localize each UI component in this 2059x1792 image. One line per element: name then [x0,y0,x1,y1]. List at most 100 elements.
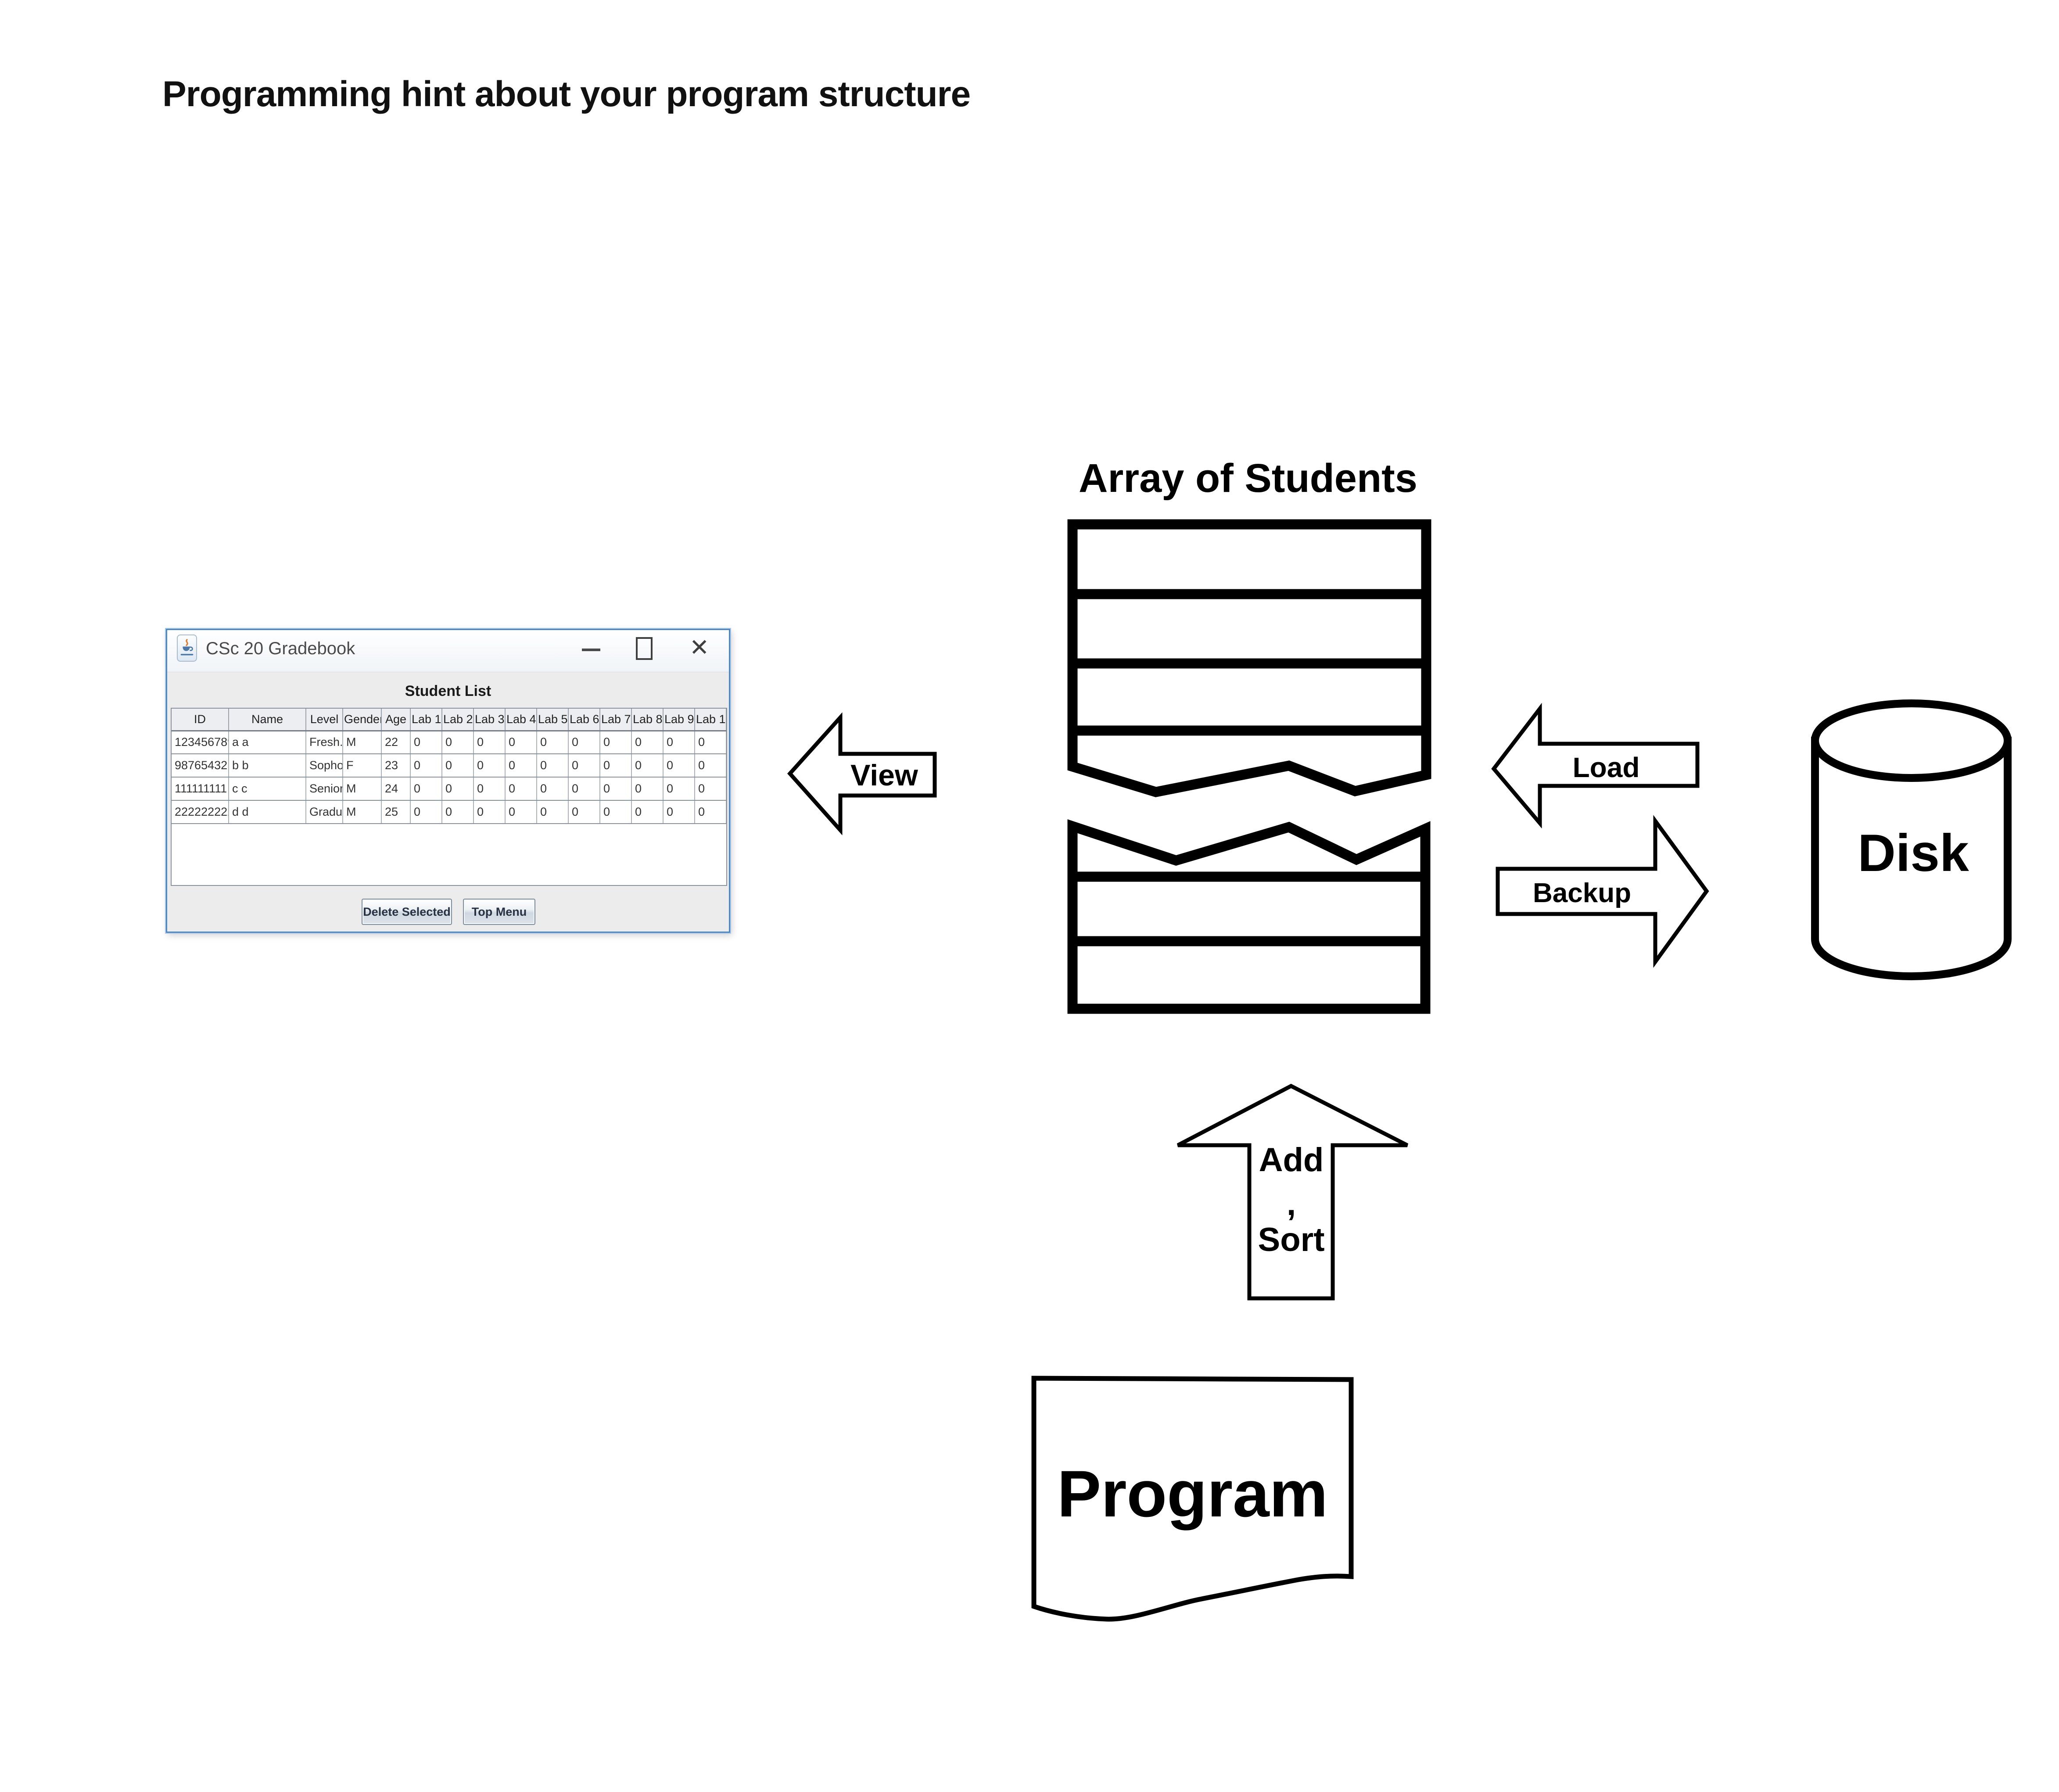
table-cell: Senior [306,777,343,801]
add-sort-label-line2: , [1286,1185,1296,1222]
table-cell: 0 [473,777,506,801]
table-cell: 0 [695,777,726,801]
add-sort-label-line3: Sort [1258,1221,1325,1258]
column-header-lab-1[interactable]: Lab 1 [410,709,442,731]
add-sort-label-line1: Add [1259,1141,1324,1179]
column-header-id[interactable]: ID [172,709,229,731]
column-header-lab-3[interactable]: Lab 3 [473,709,506,731]
table-cell: 0 [410,777,442,801]
table-cell: F [343,754,382,778]
table-cell: 22 [381,731,411,754]
table-cell: 987654321 [172,754,229,778]
table-cell: 0 [600,754,632,778]
column-header-name[interactable]: Name [229,709,306,731]
table-cell: c c [229,777,306,801]
table-cell: Gradu... [306,800,343,824]
table-cell: 123456789 [172,731,229,754]
table-cell: 0 [505,754,537,778]
table-cell: 0 [505,800,537,824]
page-title: Programming hint about your program stru… [162,74,971,114]
table-cell: M [343,731,382,754]
table-cell: b b [229,754,306,778]
table-cell: M [343,800,382,824]
top-menu-button[interactable]: Top Menu [463,899,535,925]
disk-cylinder [1811,699,2012,980]
table-cell: 0 [537,731,569,754]
table-cell: 0 [442,754,474,778]
table-cell: 0 [410,731,442,754]
table-cell: 0 [695,731,726,754]
view-arrow [787,712,937,835]
table-cell: d d [229,800,306,824]
load-arrow-label: Load [1572,752,1640,783]
backup-arrow [1496,815,1709,968]
column-header-lab-5[interactable]: Lab 5 [537,709,569,731]
column-header-lab-2[interactable]: Lab 2 [442,709,474,731]
table-cell: 0 [505,777,537,801]
window-titlebar[interactable]: CSc 20 Gradebook ✕ [167,630,729,672]
table-cell: 0 [600,777,632,801]
delete-selected-button[interactable]: Delete Selected [362,899,452,925]
table-cell: 0 [695,754,726,778]
table-cell: 0 [473,800,506,824]
column-header-gender[interactable]: Gender [343,709,382,731]
column-header-age[interactable]: Age [381,709,411,731]
column-header-lab-10[interactable]: Lab 10 [695,709,726,731]
array-top-block [1067,519,1431,797]
table-cell: 0 [631,800,664,824]
minimize-button[interactable] [582,649,600,651]
table-cell: 0 [410,800,442,824]
table-cell: 0 [505,731,537,754]
table-cell: 0 [695,800,726,824]
table-cell: 0 [631,777,664,801]
table-cell: 0 [568,731,600,754]
table-cell: 0 [600,731,632,754]
program-document [1031,1376,1354,1622]
column-header-lab-9[interactable]: Lab 9 [663,709,695,731]
table-cell: 222222222 [172,800,229,824]
close-button[interactable]: ✕ [689,634,710,661]
array-of-students-label: Array of Students [1079,456,1417,501]
table-cell: 0 [473,731,506,754]
column-header-lab-8[interactable]: Lab 8 [631,709,664,731]
table-cell: 0 [663,754,695,778]
add-sort-arrow [1177,1083,1409,1301]
window-title: CSc 20 Gradebook [206,639,355,658]
panel-title: Student List [405,683,491,699]
table-cell: 0 [537,754,569,778]
table-cell: 0 [410,754,442,778]
table-cell: 0 [663,777,695,801]
column-header-lab-4[interactable]: Lab 4 [505,709,537,731]
java-coffee-cup-icon [177,634,197,662]
table-cell: 0 [631,754,664,778]
table-cell: 23 [381,754,411,778]
table-cell: 0 [568,777,600,801]
table-cell: 24 [381,777,411,801]
table-cell: 0 [442,800,474,824]
maximize-button[interactable] [636,637,653,660]
table-cell: Fresh... [306,731,343,754]
column-header-lab-6[interactable]: Lab 6 [568,709,600,731]
table-cell: 0 [631,731,664,754]
table-cell: a a [229,731,306,754]
table-cell: M [343,777,382,801]
table-cell: 0 [537,777,569,801]
disk-label: Disk [1858,824,1969,882]
java-cup-glyph [180,639,194,656]
table-cell: 0 [663,731,695,754]
table-cell: 0 [600,800,632,824]
column-header-lab-7[interactable]: Lab 7 [600,709,632,731]
column-header-level[interactable]: Level [306,709,343,731]
table-cell: Sopho... [306,754,343,778]
backup-arrow-label: Backup [1533,878,1631,908]
table-cell: 0 [663,800,695,824]
table-cell: 0 [568,754,600,778]
table-cell: 0 [442,731,474,754]
